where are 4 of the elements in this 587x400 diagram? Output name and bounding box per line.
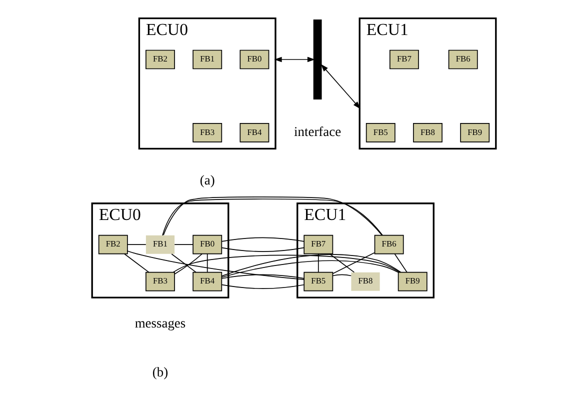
label: messages xyxy=(134,316,186,331)
label: (b) xyxy=(152,364,168,380)
label: (a) xyxy=(199,172,214,188)
node-label: interface xyxy=(294,124,341,139)
